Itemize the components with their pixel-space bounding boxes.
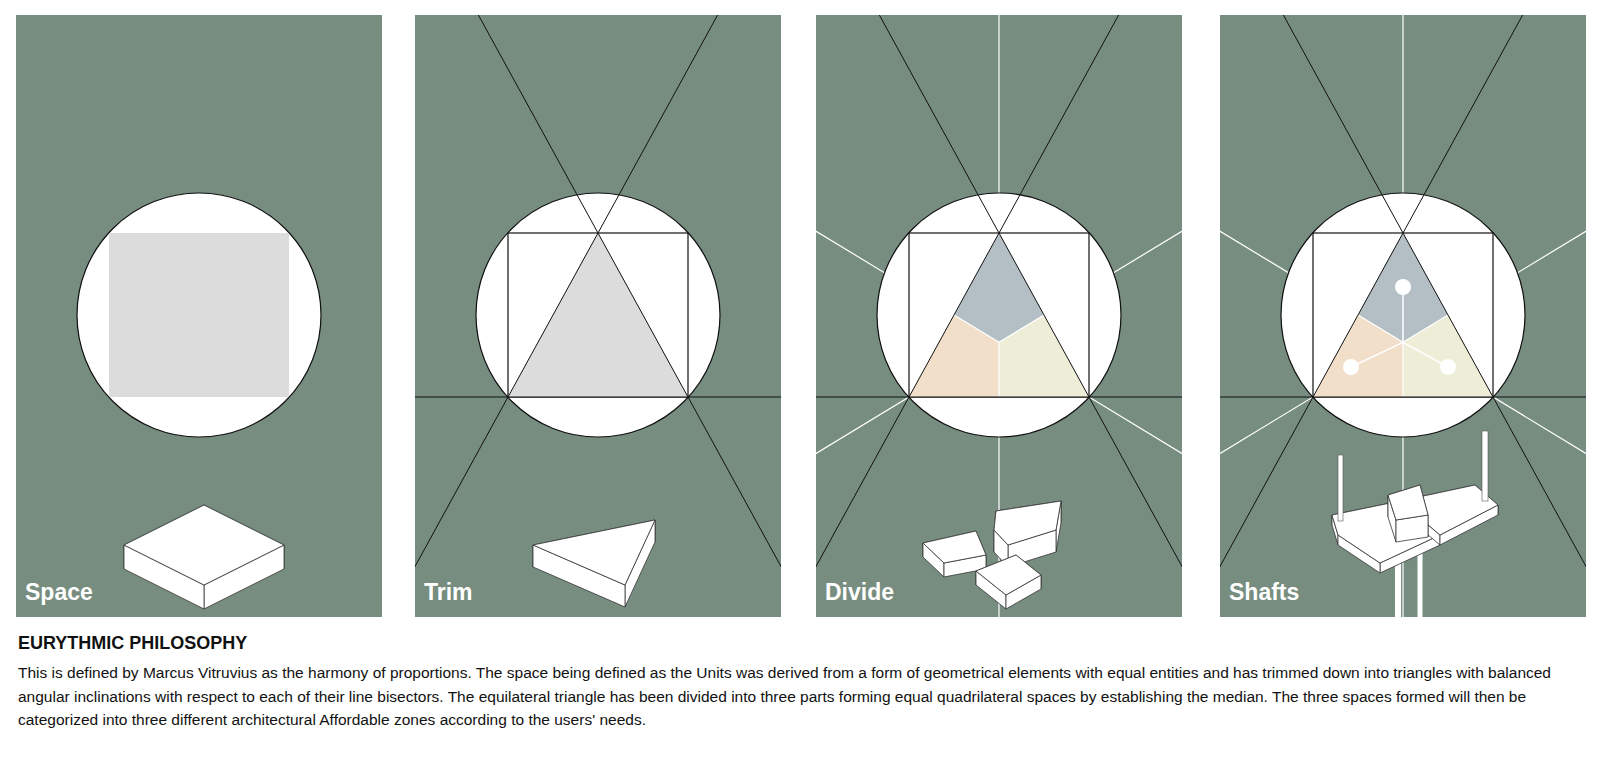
title: EURYTHMIC PHILOSOPHY [18, 633, 247, 654]
shaft-pole [1418, 545, 1423, 617]
circle [1281, 193, 1525, 437]
shaft-link [1351, 342, 1403, 367]
construction-line [816, 15, 1182, 617]
zone [1403, 315, 1493, 397]
circle [77, 193, 321, 437]
zone [909, 315, 999, 397]
step-panel: Space [16, 15, 382, 617]
step-panel: Shafts [1220, 15, 1586, 617]
model-top [124, 505, 284, 585]
step-panel: Divide [816, 15, 1182, 617]
construction-line [1220, 397, 1586, 398]
triangle [508, 233, 688, 397]
massing-model [1332, 431, 1498, 617]
model-top [994, 501, 1061, 545]
median-line [954, 315, 999, 342]
massing-model [923, 501, 1061, 609]
geometry-illustration [16, 15, 382, 617]
caption: This is defined by Marcus Vitruvius as t… [18, 661, 1584, 732]
model-top [533, 520, 655, 585]
model-top [923, 531, 986, 563]
model-top [976, 555, 1041, 595]
median-line [1402, 342, 1403, 397]
square-outline [909, 233, 1089, 397]
geometry-illustration [816, 15, 1182, 617]
median-line [1358, 315, 1403, 342]
circle [877, 193, 1121, 437]
white-guide-line [1220, 15, 1586, 617]
shaft-dot [1395, 279, 1411, 295]
white-guide-line [816, 15, 1182, 617]
circle [476, 193, 720, 437]
construction-line [415, 397, 781, 398]
geometry-illustration [415, 15, 781, 617]
construction-line [415, 15, 781, 617]
step-label: Divide [825, 579, 894, 606]
massing-model [124, 505, 284, 609]
median-line [999, 315, 1044, 342]
zone [999, 315, 1089, 397]
construction-line [816, 397, 1182, 398]
square-outline [1313, 233, 1493, 397]
step-label: Shafts [1229, 579, 1299, 606]
shaft-link [1402, 287, 1404, 342]
construction-line [1220, 15, 1586, 617]
step-label: Space [25, 579, 93, 606]
model-top [1388, 485, 1428, 520]
white-guide-line [816, 15, 1182, 617]
construction-line [1220, 15, 1586, 617]
median-line [998, 342, 999, 397]
white-guide-line [1220, 15, 1586, 617]
shaft-tower [1338, 455, 1343, 521]
shaft-tower [1482, 431, 1488, 501]
geometry-illustration [1220, 15, 1586, 617]
square-outline [508, 233, 688, 397]
shaft-dot [1440, 359, 1456, 375]
median-line [1403, 315, 1448, 342]
massing-model [533, 520, 655, 607]
step-panel: Trim [415, 15, 781, 617]
construction-line [415, 15, 781, 617]
shaft-dot [1343, 359, 1359, 375]
zone [1313, 315, 1403, 397]
step-label: Trim [424, 579, 473, 606]
construction-line [816, 15, 1182, 617]
square-space [109, 233, 289, 397]
